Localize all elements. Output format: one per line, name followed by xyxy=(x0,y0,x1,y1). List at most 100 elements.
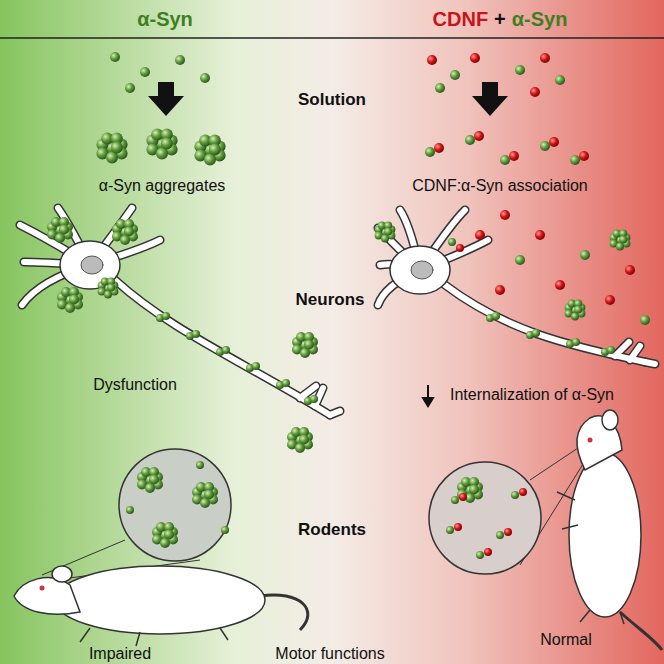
cdnf-sphere xyxy=(495,285,505,295)
asyn-sphere xyxy=(580,250,590,260)
asyn-sphere xyxy=(156,148,168,160)
asyn-sphere xyxy=(160,538,170,548)
neurite xyxy=(445,285,645,362)
asyn-sphere xyxy=(572,338,580,346)
asyn-sphere xyxy=(570,155,580,165)
neurite xyxy=(645,362,655,364)
cdnf-sphere xyxy=(470,53,480,63)
nucleus xyxy=(411,261,433,279)
cdnf-sphere xyxy=(474,131,484,141)
heading-group: CDNF+ α-Syn xyxy=(433,8,568,31)
asyn-sphere xyxy=(196,461,204,469)
cdnf-sphere xyxy=(549,137,559,147)
asyn-sphere xyxy=(571,312,579,320)
neurite xyxy=(630,346,640,360)
asyn-sphere xyxy=(310,395,318,403)
asyn-sphere xyxy=(106,152,118,164)
asyn-sphere xyxy=(299,435,309,445)
asyn-sphere xyxy=(125,83,135,93)
cell-body xyxy=(390,246,450,294)
asyn-sphere xyxy=(616,242,624,250)
cdnf-sphere xyxy=(540,53,550,63)
asyn-sphere xyxy=(640,315,650,325)
cdnf-sphere xyxy=(454,523,462,531)
asyn-sphere xyxy=(204,154,216,166)
asyn-sphere xyxy=(149,475,159,485)
asyn-sphere xyxy=(476,551,484,559)
asyn-sphere xyxy=(204,490,214,500)
asyn-sphere xyxy=(435,83,445,93)
cdnf-sphere xyxy=(605,295,615,305)
panel-label: Internalization of α-Syn xyxy=(450,386,614,404)
cdnf-sphere xyxy=(509,151,519,161)
neurite xyxy=(615,342,629,356)
cdnf-sphere xyxy=(484,548,492,556)
asyn-sphere xyxy=(65,303,75,313)
asyn-sphere xyxy=(304,340,314,350)
asyn-sphere xyxy=(221,526,229,534)
asyn-sphere xyxy=(107,284,115,292)
asyn-sphere xyxy=(55,233,65,243)
asyn-sphere xyxy=(555,75,565,85)
cdnf-sphere xyxy=(456,244,464,252)
asyn-sphere xyxy=(161,137,173,149)
asyn-sphere xyxy=(511,491,519,499)
asyn-sphere xyxy=(140,67,150,77)
asyn-sphere xyxy=(300,348,310,358)
asyn-sphere xyxy=(69,295,79,305)
asyn-sphere xyxy=(124,227,134,237)
asyn-sphere xyxy=(282,379,290,387)
cdnf-sphere xyxy=(434,143,444,153)
cdnf-sphere xyxy=(625,265,635,275)
column-heading: α-Syn xyxy=(512,8,568,31)
protein-spheres xyxy=(47,52,650,559)
asyn-sphere xyxy=(448,238,456,246)
asyn-sphere xyxy=(469,485,479,495)
asyn-sphere xyxy=(500,155,510,165)
asyn-sphere xyxy=(492,312,500,320)
asyn-sphere xyxy=(540,141,550,151)
asyn-sphere xyxy=(222,346,230,354)
asyn-sphere xyxy=(164,530,174,540)
asyn-sphere xyxy=(104,290,112,298)
decrease-arrow xyxy=(423,385,433,406)
column-heading: CDNF xyxy=(433,8,489,31)
asyn-sphere xyxy=(450,70,460,80)
asyn-sphere xyxy=(200,73,210,83)
asyn-sphere xyxy=(515,255,525,265)
asyn-sphere xyxy=(59,225,69,235)
asyn-sphere xyxy=(192,330,200,338)
neurite-outline xyxy=(445,285,645,362)
neurite-outline xyxy=(330,411,340,415)
cdnf-sphere xyxy=(535,230,545,240)
panel-label: CDNF:α-Syn association xyxy=(412,177,588,195)
cdnf-sphere xyxy=(475,230,485,240)
cdnf-sphere xyxy=(459,493,467,501)
cdnf-sphere xyxy=(519,488,527,496)
rat-normal xyxy=(557,410,662,650)
asyn-sphere xyxy=(200,498,210,508)
column-heading: + xyxy=(494,8,506,31)
cdnf-sphere xyxy=(504,528,512,536)
asyn-sphere xyxy=(574,306,582,314)
asyn-sphere xyxy=(496,531,504,539)
asyn-sphere xyxy=(110,52,120,62)
neurite xyxy=(330,411,340,415)
asyn-sphere xyxy=(162,312,170,320)
section-label: Solution xyxy=(298,90,366,110)
asyn-sphere xyxy=(381,234,389,242)
asyn-sphere xyxy=(175,55,185,65)
rat-impaired xyxy=(14,566,308,646)
panel-label: Motor functions xyxy=(275,645,384,663)
header-rule xyxy=(0,37,664,39)
asyn-sphere xyxy=(446,526,454,534)
nucleus xyxy=(81,256,103,274)
asyn-sphere xyxy=(252,362,260,370)
asyn-sphere xyxy=(295,443,305,453)
asyn-sphere xyxy=(515,65,525,75)
cdnf-sphere xyxy=(427,55,437,65)
neurite-outline xyxy=(645,362,655,364)
asyn-sphere xyxy=(145,483,155,493)
asyn-sphere xyxy=(532,329,540,337)
asyn-sphere xyxy=(209,143,221,155)
